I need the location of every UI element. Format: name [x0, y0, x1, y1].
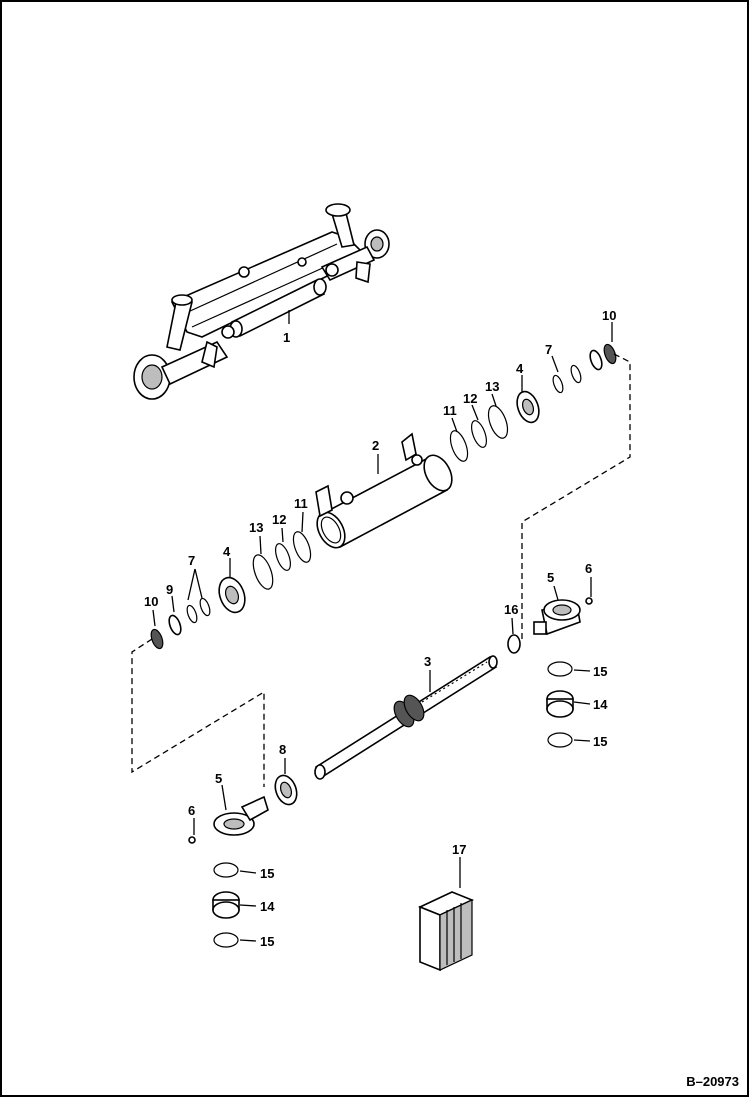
callout-5-left: 5 — [215, 771, 222, 786]
callout-5-right: 5 — [547, 570, 554, 585]
callout-14-left: 14 — [260, 899, 275, 914]
callout-12-upper: 12 — [463, 391, 477, 406]
routing-lines — [131, 353, 631, 787]
callout-7-lower: 7 — [188, 553, 195, 568]
callout-4-upper: 4 — [516, 361, 524, 376]
callout-9: 9 — [166, 582, 173, 597]
figure-reference-number: B–20973 — [686, 1074, 739, 1089]
piston-rod — [314, 655, 498, 780]
callout-7-upper: 7 — [545, 342, 552, 357]
callout-10-lower: 10 — [144, 594, 158, 609]
axle-assembly — [133, 203, 390, 400]
cylinder-barrel — [315, 432, 453, 549]
callout-11-upper: 11 — [443, 403, 457, 418]
callout-16: 16 — [504, 602, 518, 617]
callout-17: 17 — [452, 842, 466, 857]
callout-15-left-bottom: 15 — [260, 934, 274, 949]
leader-lines — [152, 310, 613, 942]
callout-13-upper: 13 — [485, 379, 499, 394]
left-rod-end — [188, 774, 298, 948]
callout-8: 8 — [279, 742, 286, 757]
callout-15-right-top: 15 — [593, 664, 607, 679]
callout-15-right-bottom: 15 — [593, 734, 607, 749]
seal-kit-box — [417, 891, 475, 972]
callout-12-lower: 12 — [272, 512, 286, 527]
callout-3: 3 — [424, 654, 431, 669]
callout-14-right: 14 — [593, 697, 608, 712]
callout-6-left: 6 — [188, 803, 195, 818]
callouts: 1 2 3 4 4 5 5 6 6 7 7 8 9 10 10 11 11 12… — [144, 308, 616, 949]
callout-10-upper: 10 — [602, 308, 616, 323]
callout-6-right: 6 — [585, 561, 592, 576]
callout-4-lower: 4 — [223, 544, 231, 559]
upper-seal-stack — [449, 343, 617, 462]
callout-13-lower: 13 — [249, 520, 263, 535]
callout-2: 2 — [372, 438, 379, 453]
right-rod-end — [507, 597, 593, 748]
callout-1: 1 — [283, 330, 290, 345]
lower-seal-stack — [150, 531, 312, 650]
callout-11-lower: 11 — [294, 496, 308, 511]
callout-15-left-top: 15 — [260, 866, 274, 881]
